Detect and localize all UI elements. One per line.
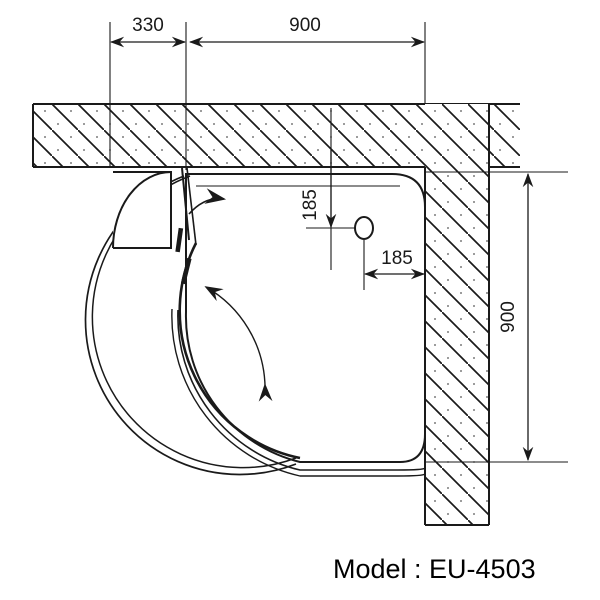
curved-sliding-door: [84, 167, 301, 476]
dim-label-330: 330: [132, 15, 164, 36]
tray-rim-line: [171, 308, 426, 477]
dimension-drain-horizontal-185: 185: [363, 240, 426, 290]
door-motion-arrows: [188, 188, 273, 402]
dim-label-900-top: 900: [289, 15, 321, 36]
dimension-drain-vertical-185: 185: [196, 108, 400, 270]
dim-label-900-right: 900: [498, 301, 519, 333]
door-swing-arc: [112, 171, 172, 249]
drain-hole: [354, 216, 374, 240]
dimension-right-900: 900: [425, 171, 568, 463]
dim-label-185-horizontal: 185: [381, 248, 413, 269]
dimension-top-330: 330: [109, 15, 187, 170]
dimension-top-900: 900: [188, 15, 426, 104]
dim-label-185-vertical: 185: [300, 189, 321, 221]
model-label: Model : EU-4503: [333, 554, 536, 584]
